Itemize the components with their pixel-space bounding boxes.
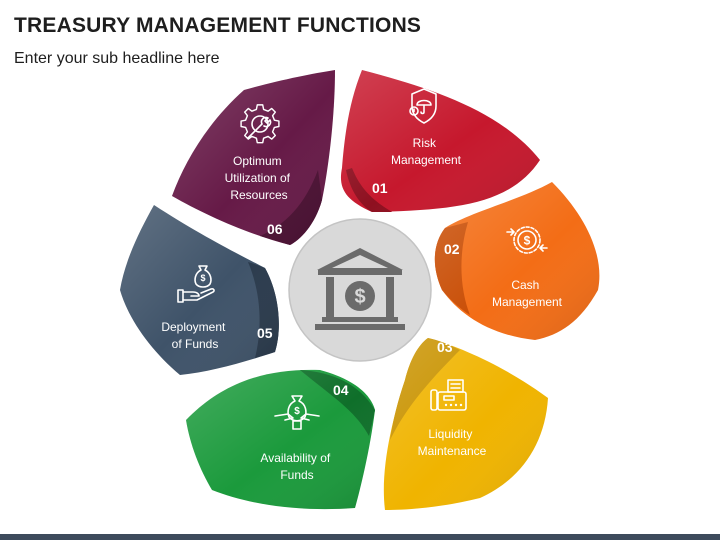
segment-01-shine	[340, 70, 540, 212]
segment-04-label-line-2: Funds	[280, 468, 313, 482]
svg-text:$: $	[294, 406, 300, 417]
segment-deployment-of-funds: 05 Deployment of Funds $	[120, 205, 279, 375]
segment-03-shine	[383, 338, 548, 510]
fax-machine-icon	[430, 379, 467, 411]
segment-03-label-line-2: Maintenance	[418, 444, 487, 458]
footer-bar	[0, 534, 720, 540]
segment-04-label: Availability of Funds	[260, 451, 333, 482]
segment-06-label-line-2: Utilization of	[225, 171, 291, 185]
page-subtitle: Enter your sub headline here	[14, 50, 220, 67]
segment-risk-management: 01 Risk Management	[340, 70, 540, 212]
segment-03-label: Liquidity Maintenance	[418, 427, 487, 458]
segment-optimum-utilization: 06 Optimum Utilization of Resources	[172, 70, 335, 245]
segment-05-shine	[120, 205, 279, 375]
segment-cash-management: 02 Cash Management $	[434, 182, 600, 340]
segment-02-label-line-2: Management	[492, 295, 563, 309]
shield-umbrella-icon	[409, 88, 437, 124]
segment-02-shine	[434, 182, 600, 340]
segment-05-label-line-2: of Funds	[172, 337, 219, 351]
segment-02-number: 02	[444, 241, 460, 257]
segment-01-label: Risk Management	[391, 136, 462, 167]
gear-wrench-icon	[240, 104, 280, 144]
segment-06-label-line-3: Resources	[230, 188, 287, 202]
hand-money-bag-icon: $	[177, 265, 215, 303]
segment-01-number: 01	[372, 180, 388, 196]
segment-02-label: Cash Management	[492, 278, 563, 309]
svg-text:$: $	[524, 234, 531, 248]
segment-04-number: 04	[333, 382, 349, 398]
segment-03-label-line-1: Liquidity	[428, 427, 472, 441]
bank-dollar-icon: $	[315, 248, 405, 330]
segment-05-label-line-1: Deployment	[161, 320, 226, 334]
segment-availability-of-funds: 04 Availability of Funds $	[186, 369, 375, 510]
segment-02-label-line-1: Cash	[511, 278, 539, 292]
segment-liquidity-maintenance: 03 Liquidity Maintenance	[383, 338, 548, 510]
segment-03-number: 03	[437, 339, 453, 355]
center-hub: $	[288, 218, 432, 362]
page-title: TREASURY MANAGEMENT FUNCTIONS	[14, 14, 422, 37]
svg-text:$: $	[200, 273, 205, 283]
segment-01-label-line-2: Management	[391, 153, 462, 167]
segment-06-label: Optimum Utilization of Resources	[225, 154, 294, 202]
segment-05-label: Deployment of Funds	[161, 320, 228, 351]
segment-04-label-line-1: Availability of	[260, 451, 330, 465]
segment-05-number: 05	[257, 325, 273, 341]
segment-01-label-line-1: Risk	[413, 136, 437, 150]
dollar-cycle-icon: $	[506, 226, 548, 254]
segment-06-shine	[172, 70, 335, 245]
segment-06-number: 06	[267, 221, 283, 237]
svg-text:$: $	[354, 286, 365, 308]
segment-04-shine	[186, 369, 375, 510]
segment-06-label-line-1: Optimum	[233, 154, 282, 168]
money-bag-hands-icon: $	[274, 395, 320, 430]
